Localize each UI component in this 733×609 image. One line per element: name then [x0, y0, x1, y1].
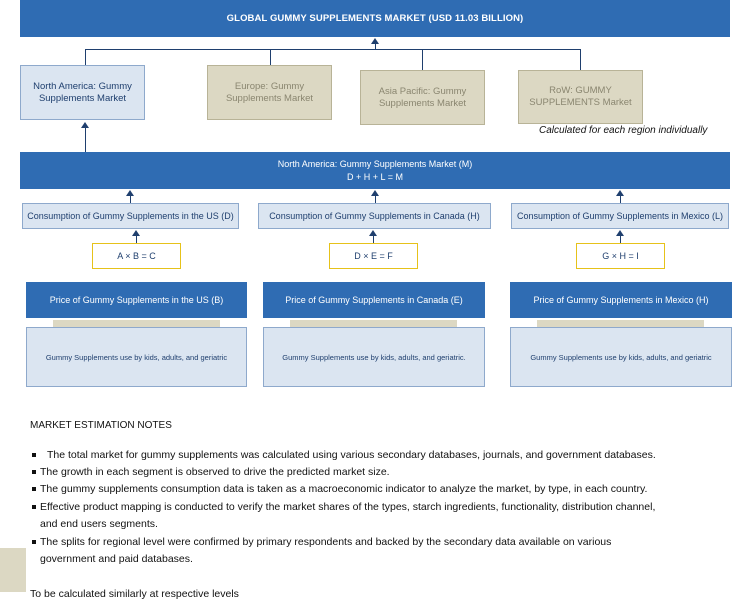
f2-up-line — [373, 236, 374, 243]
notes-footer: To be calculated similarly at respective… — [30, 588, 239, 600]
header-arrow-line — [375, 44, 376, 49]
global-market-header: GLOBAL GUMMY SUPPLEMENTS MARKET (USD 11.… — [20, 0, 730, 37]
col1-up-head — [126, 190, 134, 196]
f3-up-head — [616, 230, 624, 236]
note-2: The growth in each segment is observed t… — [40, 466, 390, 478]
usage-text: Gummy Supplements use by kids, adults, a… — [282, 352, 466, 362]
region-connector-line — [85, 49, 580, 50]
region-row: RoW: GUMMY SUPPLEMENTS Market — [518, 70, 643, 124]
region-label: Asia Pacific: Gummy Supplements Market — [378, 85, 467, 109]
formula-text: G × H = I — [602, 251, 639, 261]
region-label: North America: Gummy Supplements Market — [33, 80, 132, 104]
region-drop-1 — [85, 49, 86, 65]
usage-canada: Gummy Supplements use by kids, adults, a… — [263, 327, 485, 387]
note-4-cont: and end users segments. — [40, 518, 158, 530]
global-market-title: GLOBAL GUMMY SUPPLEMENTS MARKET (USD 11.… — [226, 13, 524, 24]
price-tab-us — [53, 320, 220, 327]
note-3: The gummy supplements consumption data i… — [40, 483, 648, 495]
price-label: Price of Gummy Supplements in the US (B) — [49, 295, 224, 305]
region-drop-4 — [580, 49, 581, 70]
price-us: Price of Gummy Supplements in the US (B) — [26, 282, 247, 318]
usage-text: Gummy Supplements use by kids, adults, a… — [45, 352, 228, 362]
na-up-arrow-line — [85, 128, 86, 152]
bullet-5 — [32, 540, 36, 544]
formula-text: A × B = C — [117, 251, 156, 261]
col3-up-head — [616, 190, 624, 196]
note-1: The total market for gummy supplements w… — [47, 449, 656, 461]
region-note: Calculated for each region individually — [539, 125, 708, 136]
na-up-arrow-head — [81, 122, 89, 128]
usage-us: Gummy Supplements use by kids, adults, a… — [26, 327, 247, 387]
region-europe: Europe: Gummy Supplements Market — [207, 65, 332, 120]
consumption-mexico: Consumption of Gummy Supplements in Mexi… — [511, 203, 729, 229]
price-mexico: Price of Gummy Supplements in Mexico (H) — [510, 282, 732, 318]
region-asia-pacific: Asia Pacific: Gummy Supplements Market — [360, 70, 485, 125]
consumption-label: Consumption of Gummy Supplements in Mexi… — [516, 211, 724, 221]
note-5-cont: government and paid databases. — [40, 553, 193, 565]
usage-text: Gummy Supplements use by kids, adults, a… — [530, 352, 712, 362]
f1-up-line — [136, 236, 137, 243]
region-drop-2 — [270, 49, 271, 65]
f3-up-line — [620, 236, 621, 243]
note-5: The splits for regional level were confi… — [40, 536, 612, 548]
f2-up-head — [369, 230, 377, 236]
consumption-canada: Consumption of Gummy Supplements in Cana… — [258, 203, 491, 229]
price-tab-canada — [290, 320, 457, 327]
bullet-2 — [32, 470, 36, 474]
formula-text: D × E = F — [354, 251, 393, 261]
usage-mexico: Gummy Supplements use by kids, adults, a… — [510, 327, 732, 387]
region-label: Europe: Gummy Supplements Market — [225, 80, 314, 104]
consumption-label: Consumption of Gummy Supplements in Cana… — [269, 211, 480, 221]
f1-up-head — [132, 230, 140, 236]
bullet-3 — [32, 487, 36, 491]
formula-canada: D × E = F — [329, 243, 418, 269]
col3-up-line — [620, 195, 621, 203]
col1-up-line — [130, 195, 131, 203]
price-label: Price of Gummy Supplements in Canada (E) — [285, 295, 463, 305]
formula-mexico: G × H = I — [576, 243, 665, 269]
price-label: Price of Gummy Supplements in Mexico (H) — [533, 295, 709, 305]
col2-up-line — [375, 195, 376, 203]
region-north-america: North America: Gummy Supplements Market — [20, 65, 145, 120]
col2-up-head — [371, 190, 379, 196]
price-tab-mexico — [537, 320, 704, 327]
formula-us: A × B = C — [92, 243, 181, 269]
price-canada: Price of Gummy Supplements in Canada (E) — [263, 282, 485, 318]
na-market-title: North America: Gummy Supplements Market … — [277, 159, 473, 169]
consumption-us: Consumption of Gummy Supplements in the … — [22, 203, 239, 229]
na-market-bar: North America: Gummy Supplements Market … — [20, 152, 730, 189]
note-4: Effective product mapping is conducted t… — [40, 501, 656, 513]
legend-swatch-beige — [0, 548, 26, 592]
bullet-4 — [32, 505, 36, 509]
bullet-1 — [32, 453, 36, 457]
na-market-formula: D + H + L = M — [347, 172, 403, 182]
header-arrow-head — [371, 38, 379, 44]
region-label: RoW: GUMMY SUPPLEMENTS Market — [529, 85, 632, 108]
notes-heading: MARKET ESTIMATION NOTES — [30, 420, 172, 431]
consumption-label: Consumption of Gummy Supplements in the … — [27, 211, 234, 221]
region-drop-3 — [422, 49, 423, 70]
